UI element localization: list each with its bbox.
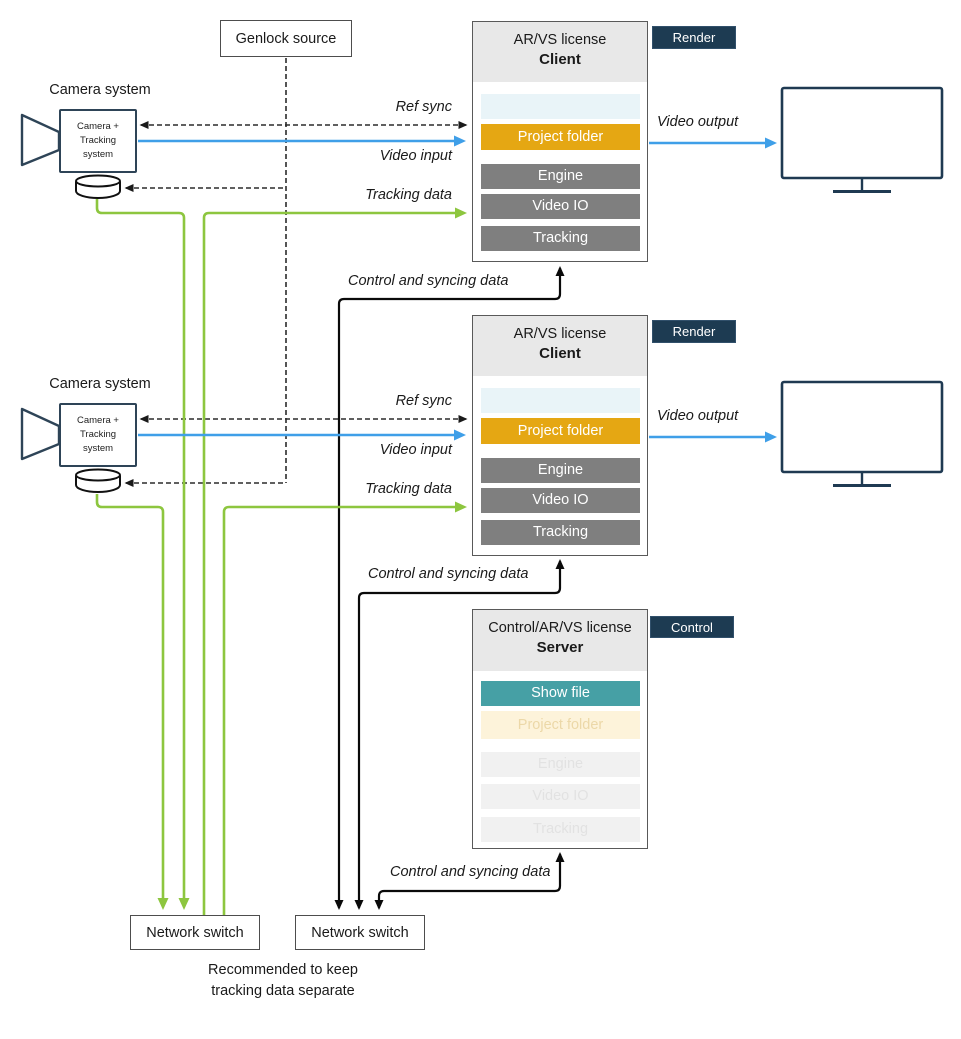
genlock-source-box: Genlock source (220, 20, 352, 57)
camera-system-title: Camera system (49, 376, 151, 392)
client-panel-2: AR/VS license Client Project folder Engi… (472, 315, 648, 556)
monitor-icon (780, 380, 944, 487)
control-line-server (374, 852, 565, 910)
camera-unit-line: Tracking (79, 135, 117, 147)
server-video-io-row: Video IO (481, 784, 640, 809)
genlock-source-label: Genlock source (235, 30, 337, 47)
client-project-folder-row: Project folder (481, 418, 640, 444)
control-sync-label: Control and syncing data (368, 566, 529, 582)
tracking-data-lines (95, 199, 467, 916)
tracking-line-camera2-to-switch (95, 494, 169, 910)
client-license-label: AR/VS license (513, 326, 607, 342)
video-output-label: Video output (657, 408, 739, 424)
tracking-note-line: Recommended to keep (208, 962, 358, 978)
client-empty-slot-row (481, 388, 640, 413)
tracking-data-label: Tracking data (365, 187, 452, 203)
ref-sync-label: Ref sync (395, 99, 452, 115)
tracking-data-label: Tracking data (365, 481, 452, 497)
tracking-device-icon (75, 468, 121, 493)
ref-sync-lines (124, 58, 468, 487)
video-output-label: Video output (657, 114, 739, 130)
control-line-client-2 (354, 559, 565, 910)
server-show-file-row: Show file (481, 681, 640, 706)
client-role-label: Client (539, 51, 581, 68)
network-switch-control: Network switch (295, 915, 425, 950)
server-tracking-row: Tracking (481, 817, 640, 842)
client-video-io-row: Video IO (481, 488, 640, 513)
client-project-folder-row: Project folder (481, 124, 640, 150)
client-tracking-row: Tracking (481, 520, 640, 545)
monitor-icon (780, 86, 944, 193)
network-switch-label: Network switch (311, 924, 409, 941)
tracking-line-switch-to-client2 (222, 501, 467, 916)
server-license-label: Control/AR/VS license (488, 620, 632, 636)
camera-unit-line: Tracking (79, 429, 117, 441)
camera-tracking-unit: Camera + Tracking system (59, 403, 137, 467)
tracking-note: Recommended to keep tracking data separa… (188, 960, 378, 1002)
client-panel-1: AR/VS license Client Project folder Engi… (472, 21, 648, 262)
client-empty-slot-row (481, 94, 640, 119)
server-role-label: Server (536, 639, 584, 656)
render-badge: Render (652, 320, 736, 343)
control-sync-label: Control and syncing data (390, 864, 551, 880)
server-engine-row: Engine (481, 752, 640, 777)
control-badge: Control (650, 616, 734, 638)
camera-tracking-unit: Camera + Tracking system (59, 109, 137, 173)
control-sync-label: Control and syncing data (348, 273, 509, 289)
network-switch-tracking: Network switch (130, 915, 260, 950)
server-project-folder-row: Project folder (481, 711, 640, 739)
camera-system-title: Camera system (49, 82, 151, 98)
client-engine-row: Engine (481, 164, 640, 189)
render-badge: Render (652, 26, 736, 49)
client-panel-header: AR/VS license Client (473, 316, 647, 376)
server-panel-header: Control/AR/VS license Server (473, 610, 647, 671)
client-panel-header: AR/VS license Client (473, 22, 647, 82)
tracking-note-line: tracking data separate (211, 983, 355, 1000)
client-license-label: AR/VS license (513, 32, 607, 48)
video-input-label: Video input (379, 442, 452, 458)
client-video-io-row: Video IO (481, 194, 640, 219)
control-sync-lines (334, 266, 565, 910)
tracking-line-switch-to-client1 (202, 207, 467, 916)
client-tracking-row: Tracking (481, 226, 640, 251)
camera-unit-line: Camera + (77, 121, 119, 133)
ref-sync-label: Ref sync (395, 393, 452, 409)
server-panel: Control/AR/VS license Server Show file P… (472, 609, 648, 849)
client-engine-row: Engine (481, 458, 640, 483)
camera-unit-line: system (82, 442, 114, 454)
control-line-client-1 (334, 266, 565, 910)
camera-unit-line: system (82, 148, 114, 160)
camera-icon (20, 113, 121, 199)
video-input-label: Video input (379, 148, 452, 164)
client-role-label: Client (539, 345, 581, 362)
tracking-line-camera1-to-switch (95, 199, 190, 910)
network-switch-label: Network switch (146, 924, 244, 941)
camera-unit-line: Camera + (77, 415, 119, 427)
tracking-device-icon (75, 174, 121, 199)
video-lines (138, 135, 777, 443)
camera-icon (20, 407, 121, 493)
